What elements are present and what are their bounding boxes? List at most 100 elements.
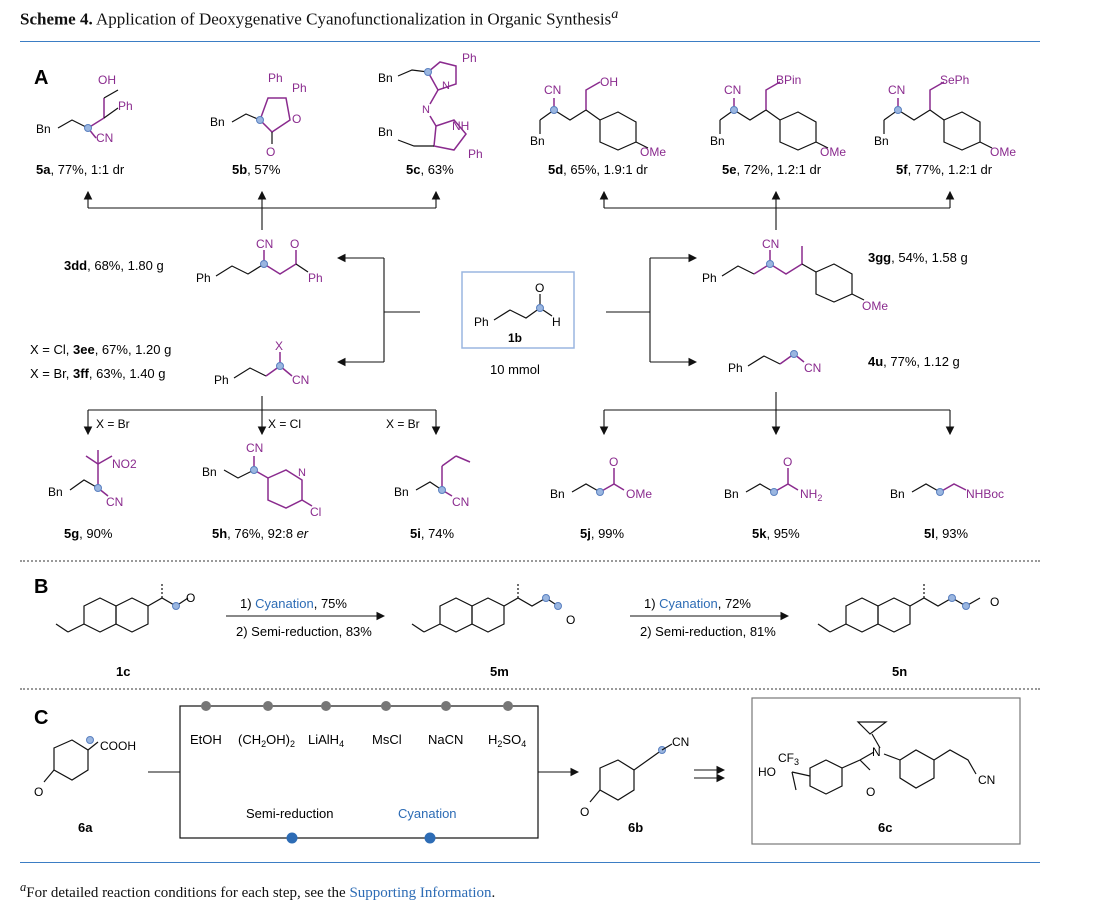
target-box-6c xyxy=(751,697,1021,845)
atom-bn: Bn xyxy=(210,115,225,129)
atom-ome: OMe xyxy=(862,299,888,313)
structure-6a: O COOH xyxy=(34,736,136,799)
atom-ph: Ph xyxy=(308,271,323,285)
atom-bn: Bn xyxy=(378,71,393,85)
reagent-ethylene-glycol: (CH2OH)2 xyxy=(238,732,295,749)
step-b4: 2) Semi-reduction, 81% xyxy=(640,624,776,639)
cyanation-dot xyxy=(424,832,436,844)
atom-n: N xyxy=(298,467,306,479)
atom-cn: CN xyxy=(106,495,123,509)
atom-bn: Bn xyxy=(36,122,51,136)
atom-bn: Bn xyxy=(48,485,63,499)
atom-ph: Ph xyxy=(196,271,211,285)
label-5f: 5f, 77%, 1.2:1 dr xyxy=(896,162,993,177)
atom-ph: Ph xyxy=(292,81,307,95)
step-b3: 1) Cyanation, 72% xyxy=(644,596,751,611)
structure-5c: Bn Ph N N Bn NH Ph xyxy=(378,51,483,161)
atom-ph: Ph xyxy=(268,71,283,85)
atom-nhboc: NHBoc xyxy=(966,487,1004,501)
label-6b: 6b xyxy=(628,820,643,835)
divider-a-b xyxy=(20,560,1040,562)
atom-o: O xyxy=(580,805,589,819)
structure-5h: Bn CN N Cl xyxy=(202,441,321,519)
label-5n: 5n xyxy=(892,664,907,679)
reagent-dot xyxy=(381,701,391,711)
label-6a: 6a xyxy=(78,820,93,835)
structure-5i: Bn CN xyxy=(394,455,471,509)
atom-cn: CN xyxy=(292,373,309,387)
atom-o: O xyxy=(292,112,301,126)
section-label-b: B xyxy=(34,576,48,598)
atom-cn: CN xyxy=(672,735,689,749)
reagent-nacn: NaCN xyxy=(428,732,463,747)
atom-bn: Bn xyxy=(550,487,565,501)
atom-n: N xyxy=(442,80,450,92)
atom-ph: Ph xyxy=(468,147,483,161)
atom-ph: Ph xyxy=(474,315,489,329)
label-scale: 10 mmol xyxy=(490,362,540,377)
atom-x: X xyxy=(275,339,283,353)
label-3dd: 3dd, 68%, 1.80 g xyxy=(64,258,164,273)
supporting-information-link[interactable]: Supporting Information xyxy=(349,885,492,901)
scheme-title: Scheme 4. Application of Deoxygenative C… xyxy=(20,6,618,30)
atom-cn: CN xyxy=(246,441,263,455)
structure-5f: CN Bn SePh OMe xyxy=(874,73,1016,159)
atom-nh: NH xyxy=(452,119,469,133)
atom-ph: Ph xyxy=(702,271,717,285)
reagent-dot xyxy=(441,701,451,711)
atom-o: O xyxy=(535,281,544,295)
label-1c: 1c xyxy=(116,664,130,679)
step-b1: 1) Cyanation, 75% xyxy=(240,596,347,611)
label-5a: 5a, 77%, 1:1 dr xyxy=(36,162,125,177)
scheme-title-text: Application of Deoxygenative Cyanofuncti… xyxy=(96,9,612,29)
atom-n: N xyxy=(422,104,430,116)
atom-cl: Cl xyxy=(310,505,321,519)
label-6c: 6c xyxy=(878,820,892,835)
atom-bpin: BPin xyxy=(776,73,801,87)
atom-ph: Ph xyxy=(214,373,229,387)
label-3gg: 3gg, 54%, 1.58 g xyxy=(868,250,968,265)
footnote-end: . xyxy=(491,885,496,901)
atom-o: O xyxy=(186,591,195,605)
divider-b-c xyxy=(20,688,1040,690)
atom-o: O xyxy=(783,455,792,469)
label-semi-reduction: Semi-reduction xyxy=(246,806,333,821)
reagent-dot xyxy=(503,701,513,711)
atom-o: O xyxy=(609,455,618,469)
structure-5m: O xyxy=(411,584,575,633)
atom-cn: CN xyxy=(96,131,113,145)
atom-ome: OMe xyxy=(626,487,652,501)
footnote: aFor detailed reaction conditions for ea… xyxy=(20,880,495,902)
atom-n: N xyxy=(872,745,881,759)
atom-bn: Bn xyxy=(394,485,409,499)
structure-5n: O xyxy=(817,584,999,633)
atom-bn: Bn xyxy=(890,487,905,501)
atom-o: O xyxy=(266,145,275,159)
start-box-1b xyxy=(461,271,575,349)
label-5m: 5m xyxy=(490,664,509,679)
semi-reduction-dot xyxy=(286,832,298,844)
atom-h: H xyxy=(552,315,561,329)
label-5g: 5g, 90% xyxy=(64,526,113,541)
atom-cn: CN xyxy=(888,83,905,97)
structure-5d: CN Bn OH OMe xyxy=(530,75,666,159)
atom-cf3: CF3 xyxy=(778,751,799,767)
section-label-c: C xyxy=(34,707,48,729)
label-5j: 5j, 99% xyxy=(580,526,625,541)
atom-ome: OMe xyxy=(820,145,846,159)
atom-ome: OMe xyxy=(640,145,666,159)
structure-5e: CN Bn BPin OMe xyxy=(710,73,846,159)
label-4u: 4u, 77%, 1.12 g xyxy=(868,354,960,369)
atom-seph: SePh xyxy=(940,73,969,87)
atom-bn: Bn xyxy=(378,125,393,139)
label-5k: 5k, 95% xyxy=(752,526,800,541)
label-5l: 5l, 93% xyxy=(924,526,969,541)
atom-cn: CN xyxy=(544,83,561,97)
footnote-text: For detailed reaction conditions for eac… xyxy=(26,885,350,901)
structure-5a: Bn OH Ph CN xyxy=(36,73,133,145)
reagent-dot xyxy=(263,701,273,711)
reagent-h2so4: H2SO4 xyxy=(488,732,526,749)
structure-5k: Bn O NH2 xyxy=(724,455,822,503)
atom-cn: CN xyxy=(452,495,469,509)
